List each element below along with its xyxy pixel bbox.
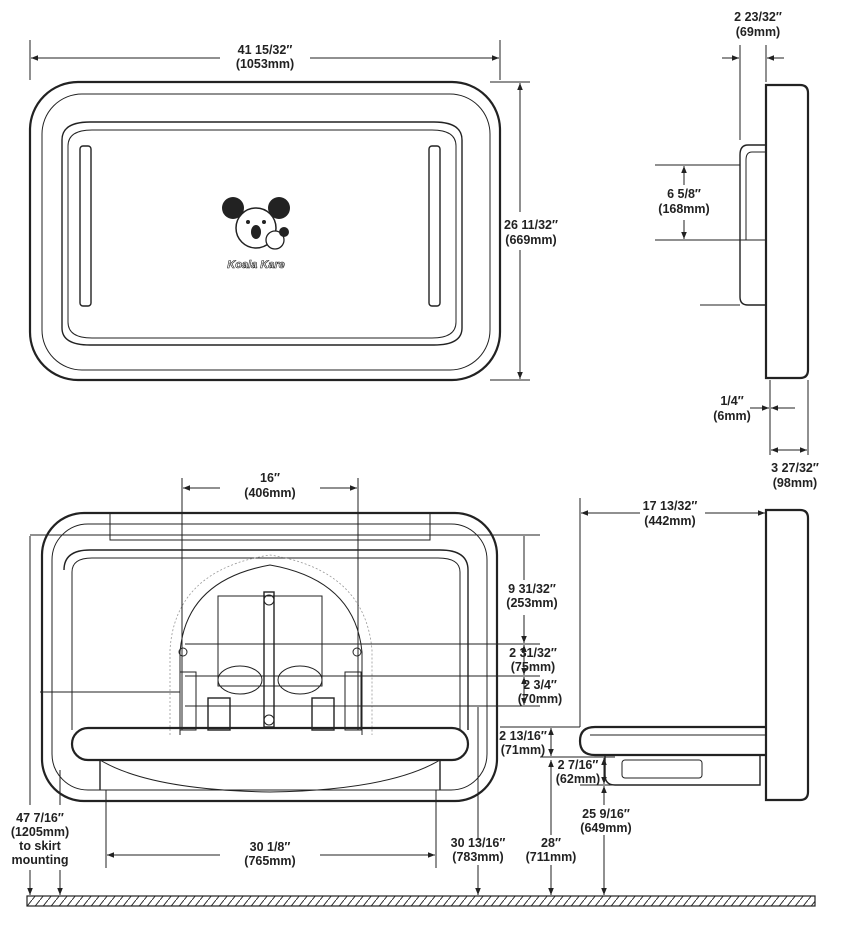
width-mm: (1053mm) <box>236 57 294 71</box>
extension-mm: (442mm) <box>644 514 695 528</box>
hole-a-in: 2 31/32″ <box>509 646 557 660</box>
width-in: 41 15/32″ <box>238 43 293 57</box>
front-view-open: 16″ (406mm) 9 31/32″ (253mm) 2 31/32″ (7… <box>11 471 620 895</box>
changing-table-side <box>578 725 766 757</box>
side-view-open: 17 13/32″ (442mm) 2 7/16″ (62mm) 25 9/16… <box>556 498 810 895</box>
gap-in: 1/4″ <box>720 394 743 408</box>
total-depth-mm: (98mm) <box>773 476 817 490</box>
skirt-in: 47 7/16″ <box>16 811 64 825</box>
leg-span-in: 30 1/8″ <box>250 840 291 854</box>
bracket-depth-in: 2 23/32″ <box>734 10 782 24</box>
table-top-in: 28″ <box>541 836 561 850</box>
bracket-height-mm: (168mm) <box>658 202 709 216</box>
drawer-mm: (62mm) <box>556 772 600 786</box>
floor <box>26 895 816 907</box>
bracket-depth-mm: (69mm) <box>736 25 780 39</box>
hole-b-mm: (70mm) <box>518 692 562 706</box>
hole-floor-in: 30 13/16″ <box>451 836 506 850</box>
clearance-in: 25 9/16″ <box>582 807 630 821</box>
top-to-hole-in: 9 31/32″ <box>508 582 556 596</box>
changing-table <box>70 726 470 762</box>
clearance-mm: (649mm) <box>580 821 631 835</box>
hole-b-in: 2 3/4″ <box>523 678 557 692</box>
mount-spacing-mm: (406mm) <box>244 486 295 500</box>
height-in: 26 11/32″ <box>504 218 558 232</box>
table-top-mm: (711mm) <box>526 850 577 864</box>
hole-floor-mm: (783mm) <box>452 850 503 864</box>
gas-strut <box>263 591 275 728</box>
skirt-line4: mounting <box>12 853 69 867</box>
top-to-hole-mm: (253mm) <box>506 596 557 610</box>
height-mm: (669mm) <box>505 233 556 247</box>
table-thickness-in: 2 13/16″ <box>499 729 547 743</box>
slot-right <box>428 145 441 307</box>
bracket-height-in: 6 5/8″ <box>667 187 701 201</box>
extension-in: 17 13/32″ <box>643 499 698 513</box>
koala-logo: Koala Kare <box>222 197 290 271</box>
front-view-closed: Koala Kare 41 15/32″ (1053mm) 26 11/32″ … <box>28 40 558 382</box>
leg-span-mm: (765mm) <box>244 854 295 868</box>
drawer-in: 2 7/16″ <box>558 758 599 772</box>
skirt-mm: (1205mm) <box>11 825 69 839</box>
table-thickness-mm: (71mm) <box>501 743 545 757</box>
hole-a-mm: (75mm) <box>511 660 555 674</box>
mount-hole-left <box>178 647 188 657</box>
skirt-line3: to skirt <box>19 839 62 853</box>
side-view-closed: 2 23/32″ (69mm) 6 5/8″ (168mm) 1/4″ (6mm… <box>655 10 819 490</box>
mount-hole-right <box>352 647 362 657</box>
gap-mm: (6mm) <box>713 409 751 423</box>
total-depth-in: 3 27/32″ <box>771 461 819 475</box>
mount-spacing-in: 16″ <box>260 471 280 485</box>
logo-text: Koala Kare <box>227 259 284 271</box>
slot-left <box>79 145 92 307</box>
